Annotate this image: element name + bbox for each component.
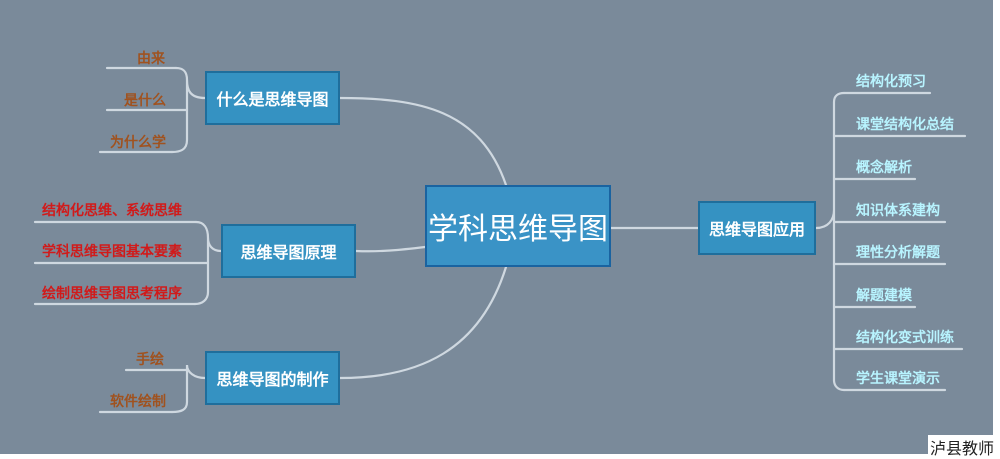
link-what-hub (170, 79, 207, 154)
link-application-hub (814, 91, 846, 392)
link-making-hub (170, 364, 207, 414)
leaf-origin[interactable]: 由来 (137, 51, 165, 67)
link-center-what (338, 96, 508, 187)
link-center-principle (354, 245, 427, 253)
leaf-variant-training[interactable]: 结构化变式训练 (856, 330, 954, 346)
branch-mindmap-making[interactable]: 思维导图的制作 (205, 351, 340, 405)
link-center-making (338, 265, 508, 380)
central-topic[interactable]: 学科思维导图 (425, 185, 611, 267)
leaf-knowledge-system[interactable]: 知识体系建构 (856, 203, 940, 219)
leaf-structured-thinking[interactable]: 结构化思维、系统思维 (42, 203, 182, 219)
leaf-what-is[interactable]: 是什么 (124, 93, 166, 109)
leaf-class-summary[interactable]: 课堂结构化总结 (856, 117, 954, 133)
leaf-rational-solving[interactable]: 理性分析解题 (856, 245, 940, 261)
branch-what-is-mindmap[interactable]: 什么是思维导图 (205, 71, 340, 125)
leaf-structured-preview[interactable]: 结构化预习 (856, 74, 926, 90)
leaf-why-learn[interactable]: 为什么学 (110, 135, 166, 151)
link-principle-hub (193, 237, 223, 306)
leaf-software-drawn[interactable]: 软件绘制 (110, 394, 166, 410)
leaf-solution-modeling[interactable]: 解题建模 (856, 288, 912, 304)
leaf-basic-elements[interactable]: 学科思维导图基本要素 (42, 244, 182, 260)
leaf-hand-drawn[interactable]: 手绘 (136, 352, 164, 368)
branch-mindmap-application[interactable]: 思维导图应用 (698, 201, 816, 255)
leaf-drawing-procedure[interactable]: 绘制思维导图思考程序 (42, 286, 182, 302)
leaf-student-demo[interactable]: 学生课堂演示 (856, 371, 940, 387)
leaf-concept-analysis[interactable]: 概念解析 (856, 160, 912, 176)
branch-mindmap-principle[interactable]: 思维导图原理 (221, 224, 356, 278)
watermark-text: 泸县教师 (927, 435, 996, 459)
